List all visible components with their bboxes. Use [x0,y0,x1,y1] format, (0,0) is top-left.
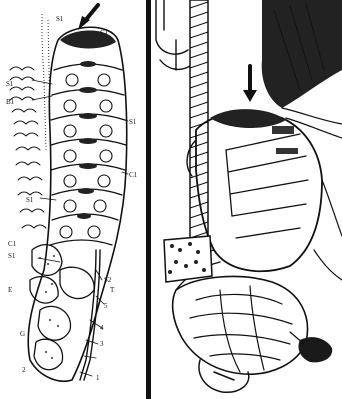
label-s1-lower: S1 [8,252,16,260]
label-four: 4 [100,324,104,332]
right-frame-lines [156,0,190,70]
label-five: 5 [104,302,108,310]
right-thorax-body [196,109,322,271]
label-one: 1 [96,374,100,382]
right-bottom-tail [199,360,249,392]
label-s1-side-b: B1 [6,98,15,106]
right-lower-abdomen [173,276,308,374]
label-c1-top: C1 [100,29,109,37]
label-g: G [20,330,25,338]
left-panel-dissection-drawing: S1 C1 S1 B1 S1 C1 S1 C1 S1 E S2 T 5 G 4 … [6,5,138,382]
left-segmented-body [28,27,127,381]
label-two: 2 [22,366,26,374]
label-c1-low: C1 [8,240,17,248]
right-textured-block [164,236,212,282]
label-c1-mid: C1 [129,171,138,179]
left-panel-labels: S1 C1 S1 B1 S1 C1 S1 C1 S1 E S2 T 5 G 4 … [6,15,138,382]
right-pointer-arrow [243,66,257,102]
label-s2: S2 [104,276,112,284]
label-t: T [110,286,115,294]
right-vertical-rod [190,0,208,260]
right-panel-dissection-drawing [156,0,342,392]
label-s1-side-a: S1 [6,80,14,88]
label-three: 3 [100,340,104,348]
left-pointer-arrow [78,5,98,30]
label-s1-low: S1 [26,196,34,204]
label-s1-top: S1 [56,15,64,23]
label-s1-mid: S1 [129,118,137,126]
panel-divider-bar [146,0,151,399]
right-edge-lines [314,180,342,280]
label-e: E [8,286,12,294]
